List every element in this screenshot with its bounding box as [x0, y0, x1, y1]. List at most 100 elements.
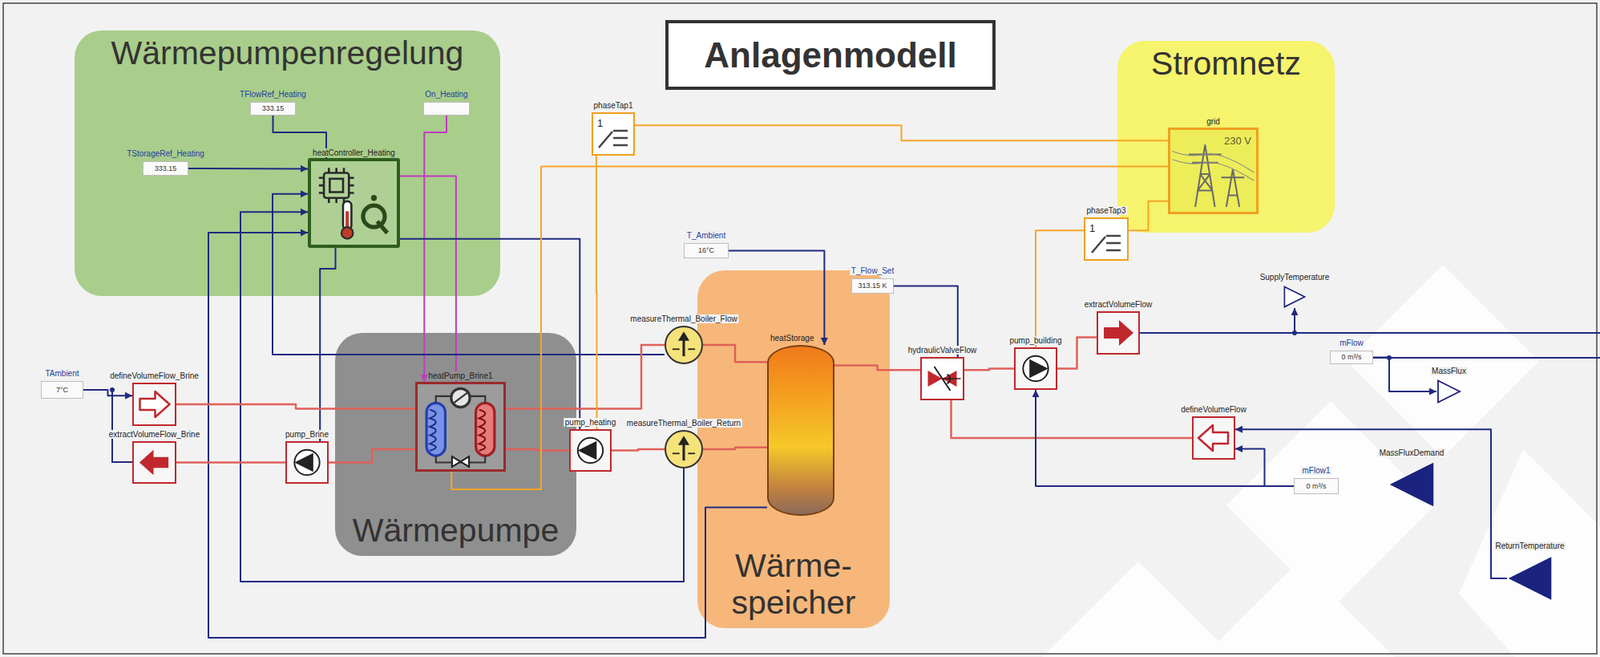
- pump-symbol: pump_Brine: [285, 440, 329, 484]
- connector: [451, 166, 1168, 489]
- label-holder: TAmbient: [43, 364, 81, 380]
- label-holder: defineVolumeFlow: [1179, 400, 1249, 416]
- heat-storage-tank: heatStorage: [767, 344, 835, 516]
- component-label: measureThermal_Boiler_Return: [625, 418, 743, 428]
- phase-number: 1: [1089, 222, 1095, 235]
- triIn-symbol: [1387, 460, 1436, 508]
- connector: [400, 238, 580, 429]
- extract-flow-block: extractVolumeFlow_Brine: [132, 440, 177, 484]
- component-label: pump_Brine: [283, 429, 331, 439]
- parameter-box: mFlow10 m³/s: [1293, 477, 1339, 494]
- connector: [176, 460, 286, 464]
- component-label: TFlowRef_Heating: [238, 89, 308, 99]
- label-holder: mFlow1: [1300, 461, 1332, 477]
- component-label: TAmbient: [43, 368, 81, 378]
- connector: [1035, 230, 1084, 348]
- component-label: hydraulicValveFlow: [906, 345, 978, 355]
- parameter-box: On_Heating: [423, 101, 470, 116]
- parameter-value: 7°C: [56, 385, 69, 395]
- title-box: Anlagenmodell: [665, 20, 996, 90]
- label-holder: MassFluxDemand: [1377, 444, 1447, 459]
- component-label: MassFlux: [1430, 366, 1468, 376]
- component-label: TStorageRef_Heating: [125, 149, 207, 158]
- parameter-box: TFlowRef_Heating333.15: [250, 101, 296, 116]
- extract-symbol: [133, 442, 175, 482]
- parameter-box: T_Flow_Set313.15 K: [851, 278, 894, 294]
- connector: [505, 344, 665, 409]
- group-region: Stromnetzgrid230 V: [1117, 40, 1335, 233]
- connector: [1235, 448, 1294, 487]
- output-connector: MassFlux: [1436, 379, 1462, 404]
- controller-block: heatController_Heating: [307, 157, 400, 248]
- component-label: heatStorage: [768, 333, 817, 343]
- hydraulic-valve: hydraulicValveFlow: [920, 356, 965, 400]
- triOut-symbol: [1436, 379, 1462, 404]
- label-holder: heatPump_Brine1: [426, 367, 494, 382]
- region-title: Wärmepumpenregelung: [111, 35, 465, 73]
- voltage-holder: 230 V: [1224, 133, 1252, 148]
- label-holder: measureThermal_Boiler_Return: [625, 414, 743, 429]
- parameter-box: mFlow0 m³/s: [1329, 350, 1374, 364]
- component-label: On_Heating: [423, 89, 469, 99]
- connector: [176, 404, 416, 409]
- label-holder: hydraulicValveFlow: [906, 341, 978, 356]
- heat-pump-block: heatPump_Brine1: [415, 381, 506, 472]
- label-holder: defineVolumeFlow_Brine: [108, 367, 201, 382]
- parameter-box: TAmbient7°C: [40, 380, 84, 399]
- parameter-box: TStorageRef_Heating333.15: [142, 161, 189, 176]
- region-heading: Wärme- speicher: [697, 547, 890, 622]
- label-holder: MassFlux: [1430, 362, 1468, 377]
- connector: [1057, 336, 1097, 368]
- label-holder: heatController_Heating: [311, 144, 397, 159]
- connector: [328, 448, 416, 463]
- label-holder: T_Ambient: [685, 226, 728, 242]
- connector: [1235, 428, 1508, 578]
- meas-symbol: [666, 431, 702, 467]
- region-title: Wärmepumpe: [352, 512, 559, 550]
- extract-flow-block: extractVolumeFlow: [1096, 311, 1140, 355]
- component-label: pump_heating: [563, 417, 618, 427]
- label-holder: pump_heating: [563, 413, 618, 429]
- connector: [208, 232, 768, 638]
- component-label: pump_building: [1007, 335, 1063, 345]
- ctrl-symbol: [311, 161, 397, 245]
- label-holder: SupplyTemperature: [1258, 268, 1332, 283]
- component-label: phaseTap1: [592, 101, 635, 110]
- define-symbol: [133, 383, 175, 425]
- connector: [272, 193, 665, 355]
- pump-symbol: [1015, 348, 1056, 388]
- connector: [595, 155, 598, 429]
- triIn-symbol: [1507, 553, 1553, 603]
- component-label: mFlow: [1337, 338, 1365, 348]
- label-holder: On_Heating: [423, 85, 469, 101]
- connector: [964, 368, 1015, 371]
- component-label: MassFluxDemand: [1377, 448, 1447, 457]
- component-label: SupplyTemperature: [1258, 272, 1332, 282]
- hp-symbol: [417, 383, 504, 469]
- title-text: Anlagenmodell: [703, 35, 957, 76]
- connector: [634, 125, 1168, 141]
- connector: [273, 115, 328, 158]
- label-holder: heatStorage: [768, 329, 817, 344]
- phase-tap: phaseTap31: [1083, 217, 1129, 261]
- group-region: WärmepumpenregelungTFlowRef_Heating333.1…: [74, 30, 501, 296]
- label-holder: extractVolumeFlow: [1082, 295, 1154, 311]
- meas-symbol: [666, 327, 702, 363]
- connector: [703, 344, 768, 362]
- region-heading: Wärmepumpe: [335, 512, 577, 550]
- frame: [3, 3, 1597, 654]
- label-holder: T_Flow_Set: [849, 262, 896, 277]
- pump-symbol: [286, 442, 328, 482]
- connector: [611, 448, 665, 451]
- connector: [1035, 389, 1294, 486]
- connector: [703, 447, 768, 449]
- connector: [188, 167, 308, 170]
- valve-symbol: [921, 358, 963, 399]
- connector: [400, 175, 457, 382]
- parameter-box: T_Ambient16°C: [683, 242, 729, 259]
- label-holder: pump_building: [1007, 331, 1063, 347]
- label-holder: extractVolumeFlow_Brine: [107, 425, 202, 441]
- connector: [240, 211, 684, 582]
- label-holder: phaseTap3: [1085, 202, 1128, 217]
- parameter-value: 16°C: [698, 246, 715, 255]
